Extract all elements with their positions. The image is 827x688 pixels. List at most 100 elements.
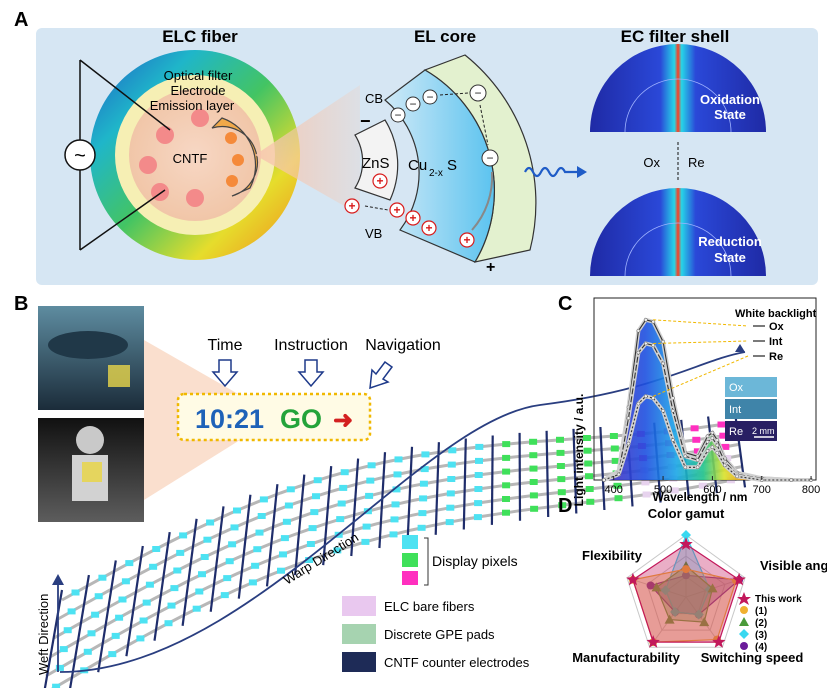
display-pixel: [419, 480, 428, 487]
axis-label-switching-speed: Switching speed: [701, 650, 804, 665]
display-pixel: [585, 486, 594, 492]
display-pixel: [473, 514, 482, 521]
pixel-swatch-magenta: [402, 571, 418, 585]
data-point: [671, 408, 675, 413]
inset-photos: Ox Int Re 2 mm: [725, 377, 777, 441]
emitter-particle: [186, 189, 204, 207]
display-pixel: [474, 500, 483, 507]
panel-d: D Color gamut Visible angle Switching sp…: [558, 495, 827, 665]
cu-label: Cu: [408, 157, 427, 174]
display-pixel: [529, 465, 538, 472]
weft-fiber: [45, 464, 744, 678]
display-pixel: [611, 457, 620, 464]
display-arrow-icon: ➜: [333, 407, 353, 434]
warp-fiber: [237, 494, 252, 599]
display-pixel: [390, 516, 399, 523]
display-pixel: [223, 575, 232, 582]
ac-circuit: [64, 59, 171, 251]
data-point: [643, 317, 648, 322]
x-tick-label: 800: [802, 484, 820, 496]
data-point: [722, 463, 727, 468]
wearable-display: [82, 462, 102, 482]
el-core-diagram: − − − − − + + + + + +: [344, 54, 537, 263]
warp-fiber: [378, 452, 387, 549]
arrow-head-icon: [735, 344, 745, 352]
warp-fiber: [350, 458, 360, 557]
radar-series-0: [632, 543, 740, 643]
display-pixel: [198, 571, 206, 578]
display-pixel: [584, 460, 593, 467]
hole-icon: +: [376, 174, 383, 188]
el-core-title: EL core: [414, 27, 476, 46]
display-pixel: [167, 602, 176, 609]
electron-icon: −: [409, 97, 416, 111]
display-pixel: [200, 554, 209, 560]
display-pixel: [613, 482, 622, 489]
display-pixel: [556, 449, 565, 456]
display-pixel: [556, 463, 565, 469]
legend-title: White backlight: [735, 308, 817, 320]
data-point: [735, 474, 739, 479]
data-point: [661, 339, 665, 344]
plus-terminal: +: [486, 259, 495, 276]
elc-fiber-cross-section: [90, 50, 300, 260]
radar-point: [660, 585, 671, 596]
display-pixel: [139, 617, 148, 624]
display-pixel: [641, 479, 650, 486]
display-pixel: [609, 433, 618, 439]
display-pixel: [475, 457, 483, 464]
data-point: [602, 478, 606, 482]
axis-label-manufacturability: Manufacturability: [572, 650, 680, 665]
data-point: [705, 439, 710, 444]
display-pixel: [529, 452, 538, 459]
display-pixel: [248, 579, 257, 586]
data-point: [705, 434, 710, 439]
panel-c-letter: C: [558, 293, 572, 315]
warp-fiber: [265, 484, 279, 587]
inset-int-label: Int: [729, 404, 741, 416]
display-pixel: [447, 461, 456, 468]
display-pixel: [391, 501, 400, 508]
display-time-text: 10:21: [195, 404, 264, 434]
arrow-head-icon: [52, 574, 64, 585]
data-point: [626, 416, 631, 420]
display-pixel: [152, 546, 161, 552]
display-pixel: [717, 421, 726, 428]
display-pixel: [230, 524, 239, 531]
display-pixel: [529, 479, 538, 485]
display-pixel: [282, 518, 291, 525]
radar-point: [651, 582, 662, 592]
data-point: [710, 430, 715, 435]
electron-icon: −: [426, 90, 433, 104]
display-pixel: [447, 476, 456, 482]
data-point: [661, 408, 665, 413]
column-label-time: Time: [208, 337, 243, 354]
reduction-state-label-2: State: [714, 250, 746, 265]
emission-layer-label: Emission layer: [150, 98, 235, 113]
data-point: [710, 436, 715, 440]
display-pixel: [419, 495, 428, 502]
data-point: [695, 458, 700, 462]
legend-swatch: [342, 652, 376, 672]
display-pixel: [233, 507, 241, 514]
wearable-display: [108, 365, 130, 387]
column-label-instruction: Instruction: [274, 337, 348, 354]
data-point: [643, 394, 648, 399]
display-pixel: [723, 455, 732, 461]
zoom-beam: [255, 85, 360, 215]
display-pixel: [108, 651, 117, 658]
scale-bar-label: 2 mm: [752, 426, 775, 436]
ox-label: Ox: [643, 155, 660, 170]
display-pixel: [670, 487, 679, 494]
radar-legend-label: (4): [755, 642, 767, 653]
radar-point: [664, 614, 675, 624]
warp-fiber: [572, 428, 578, 514]
inset-ox-label: Ox: [729, 382, 744, 394]
y-axis-label: Light intensity / a.u.: [572, 394, 586, 507]
display-pixel: [118, 596, 127, 603]
warp-fiber: [462, 438, 467, 530]
